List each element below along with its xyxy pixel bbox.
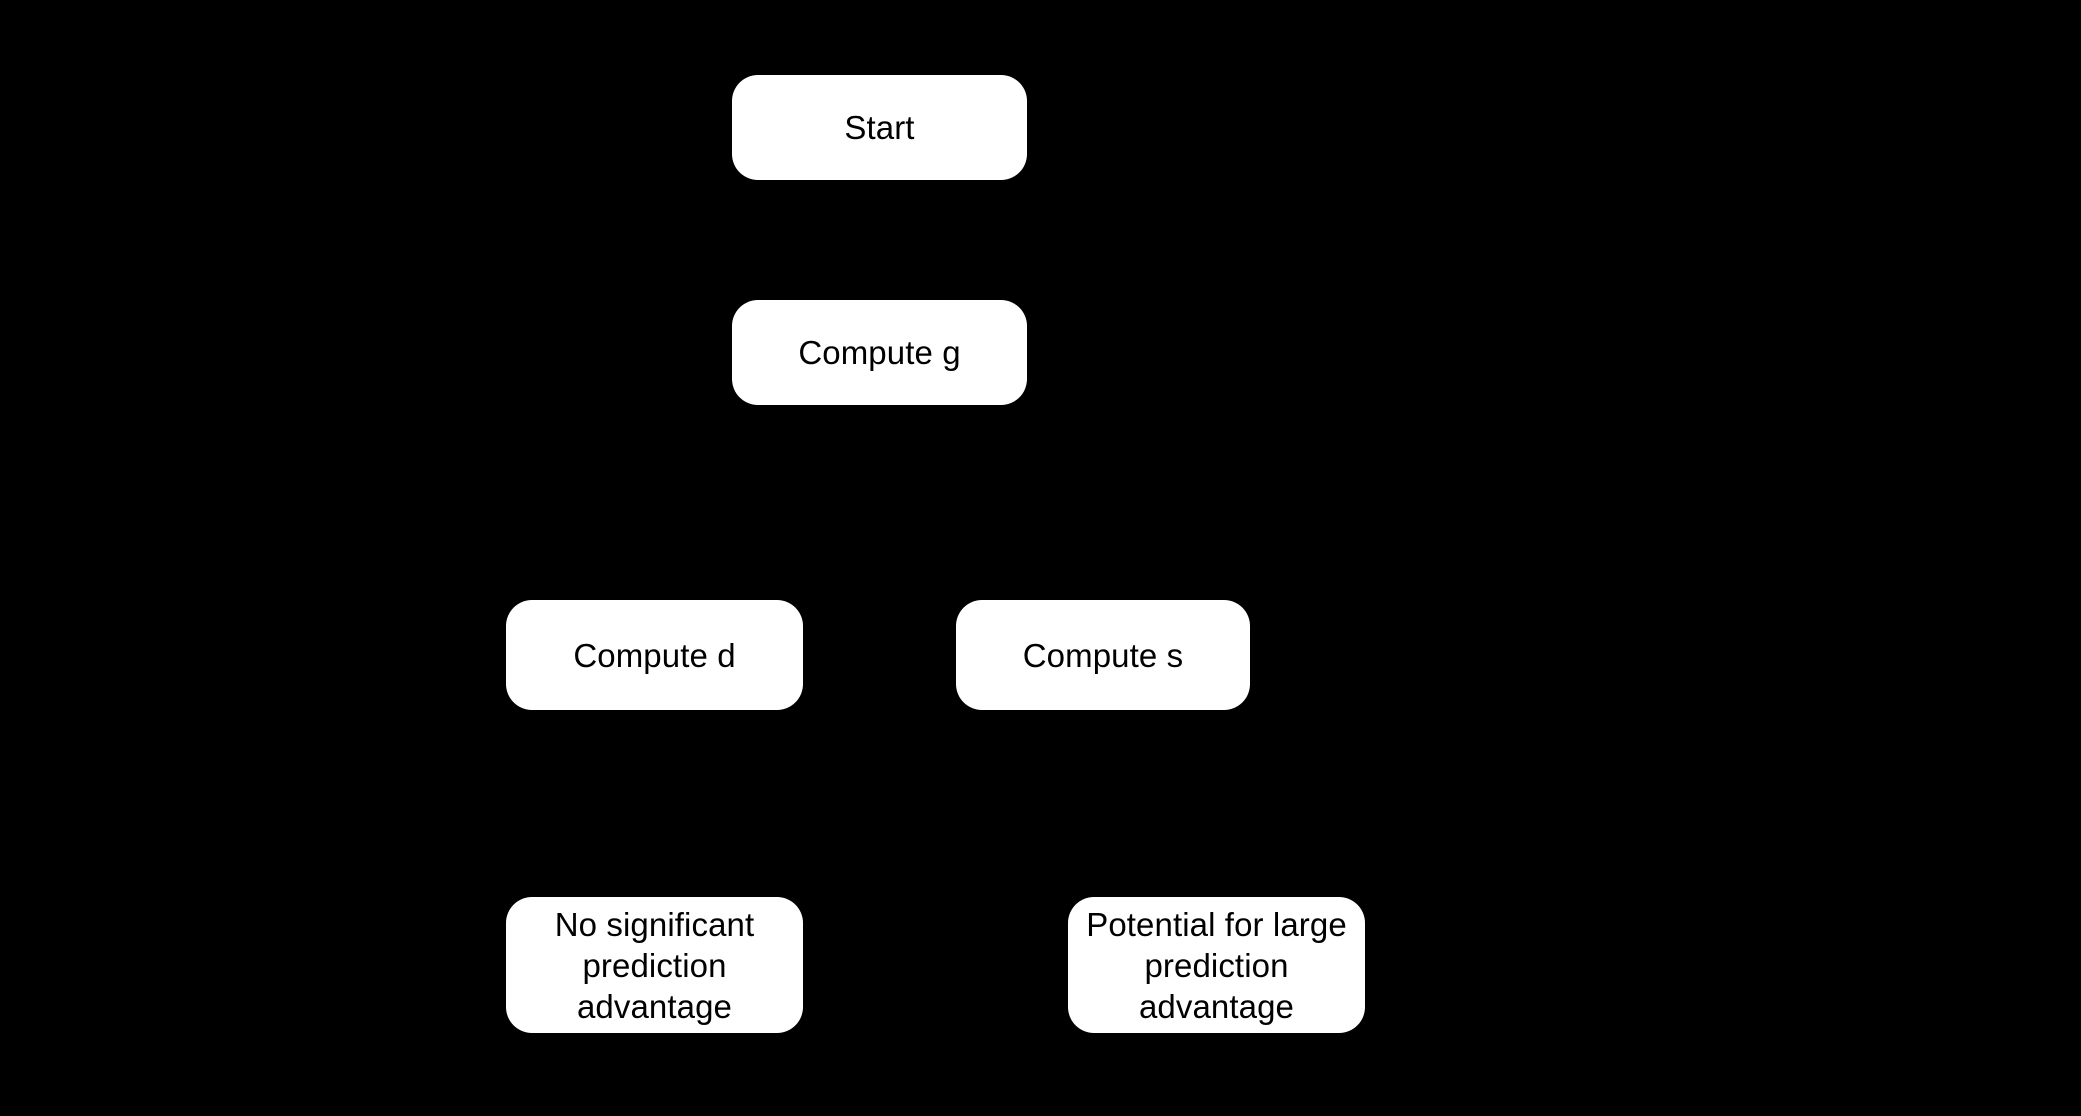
node-compute-s-label: Compute s — [1022, 636, 1184, 674]
node-start-label: Start — [844, 109, 915, 146]
node-no-significant-prediction-advantage-label: No significant prediction advantage — [554, 905, 755, 1025]
node-potential-for-large-prediction-advantage-label: Potential for large prediction advantage — [1086, 905, 1347, 1025]
edge-compute-s-to-large-advantage — [1101, 705, 1223, 899]
node-no-significant-prediction-advantage[interactable]: No significant prediction advantage — [506, 897, 803, 1033]
node-compute-d[interactable]: Compute d — [506, 600, 803, 710]
node-compute-g-label: Compute g — [798, 334, 961, 371]
edge-start-to-compute-g — [872, 180, 886, 302]
node-compute-s[interactable]: Compute s — [956, 600, 1250, 710]
node-compute-g[interactable]: Compute g — [732, 300, 1027, 405]
edge-compute-d-to-no-advantage — [647, 710, 661, 899]
edge-compute-g-to-compute-d — [647, 405, 881, 602]
node-start[interactable]: Start — [732, 75, 1027, 180]
node-potential-for-large-prediction-advantage[interactable]: Potential for large prediction advantage — [1068, 897, 1365, 1033]
edge-compute-g-to-compute-s — [877, 405, 1110, 602]
node-compute-d-label: Compute d — [573, 636, 736, 674]
